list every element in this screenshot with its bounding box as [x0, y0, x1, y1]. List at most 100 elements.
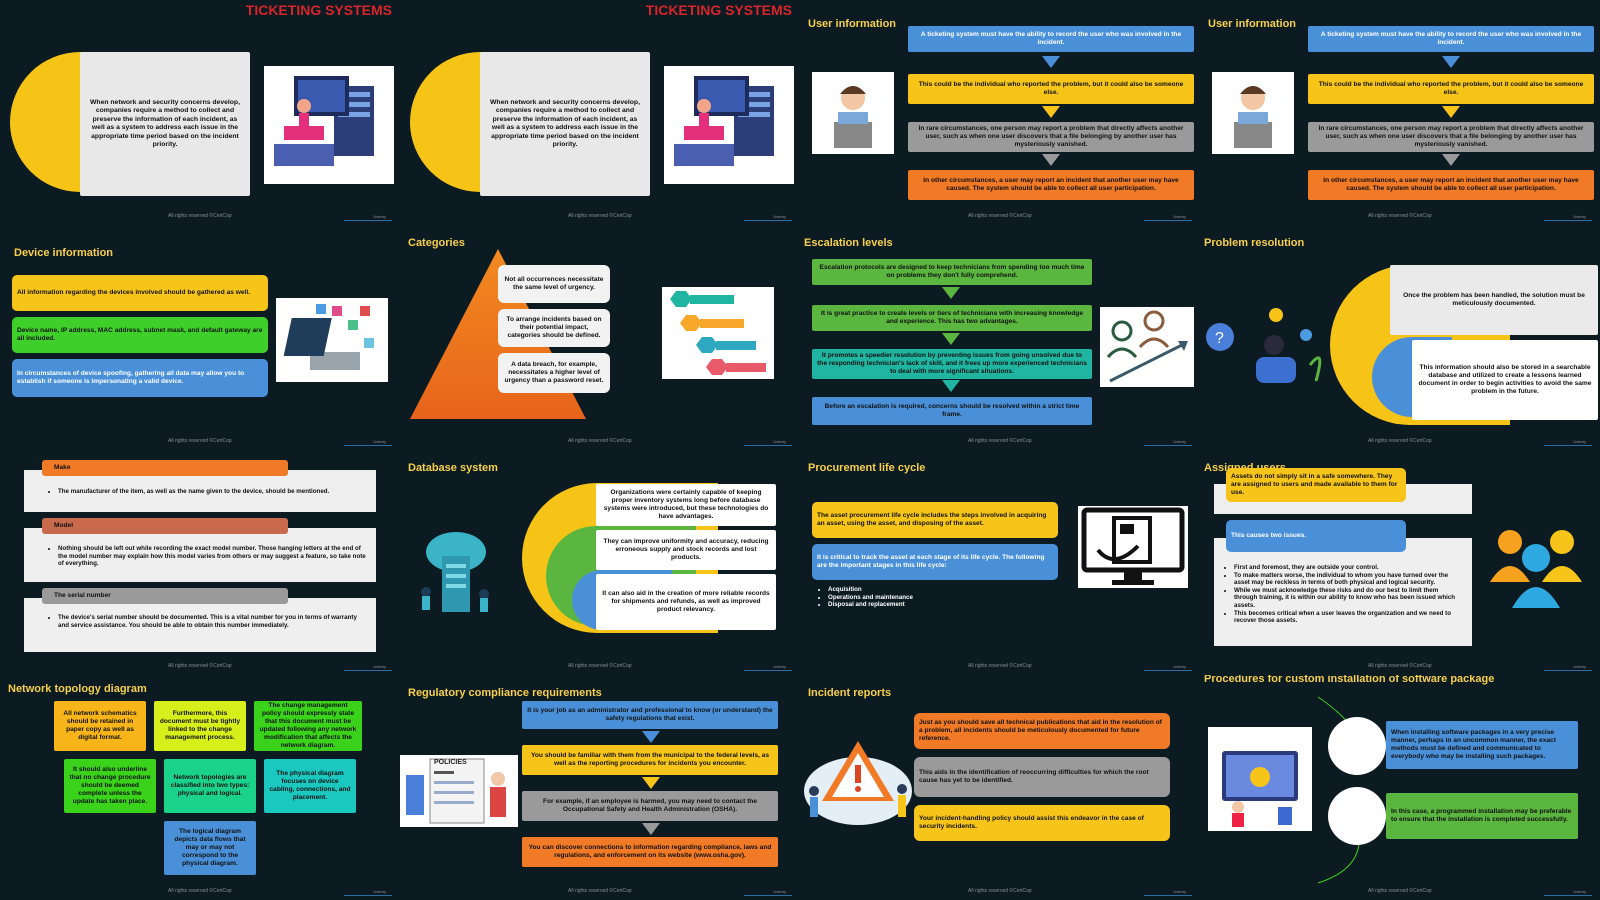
footer-line: [1544, 220, 1592, 221]
incident-box-2: This aids in the identification of reocc…: [914, 757, 1170, 797]
model-text: Nothing should be left out while recordi…: [58, 545, 368, 568]
arrow-down: [642, 823, 660, 835]
slide-regulatory-compliance[interactable]: Regulatory compliance requirements POLIC…: [400, 675, 800, 900]
slide-ticketing-1[interactable]: TICKETING SYSTEMS When network and secur…: [0, 0, 400, 225]
hexagon-steps-illustration: [662, 287, 774, 379]
serial-list: The device's serial number should be doc…: [48, 614, 368, 629]
stage-item: Acquisition: [828, 586, 1038, 594]
serial-panel: [24, 598, 376, 652]
footer-text: All rights reserved ©CertCop: [568, 888, 632, 894]
footer-line: [344, 445, 392, 446]
step-circle-1: [1328, 717, 1386, 775]
footer-brand: Udemy: [773, 439, 786, 444]
arrow-down: [1442, 106, 1460, 118]
info-box-3: In rare circumstances, one person may re…: [1308, 122, 1594, 152]
footer-line: [344, 895, 392, 896]
issue-item: First and foremost, they are outside you…: [1234, 564, 1460, 572]
issues-list: First and foremost, they are outside you…: [1224, 564, 1460, 625]
slide-user-information-1[interactable]: User information A ticketing system must…: [800, 0, 1200, 225]
intro-text: When network and security concerns devel…: [80, 52, 250, 196]
serial-text: The device's serial number should be doc…: [58, 614, 368, 629]
info-box-2: This could be the individual who reporte…: [908, 74, 1194, 104]
footer-line: [744, 670, 792, 671]
idea-person-illustration: ?: [1206, 305, 1340, 389]
computer-document-icon: [1078, 506, 1188, 588]
slide-escalation-levels[interactable]: Escalation levels Escalation protocols a…: [800, 225, 1200, 450]
slide-categories[interactable]: Categories Not all occurrences necessita…: [400, 225, 800, 450]
assigned-box-2: This causes two issues.: [1226, 520, 1406, 552]
topology-box-2: Furthermore, this document must be tight…: [154, 701, 246, 751]
compliance-box-2: You should be familiar with them from th…: [522, 745, 778, 775]
issue-item: While we must acknowledge these risks an…: [1234, 587, 1460, 610]
slide-title: Network topology diagram: [8, 683, 147, 695]
slide-ticketing-2[interactable]: TICKETING SYSTEMS When network and secur…: [400, 0, 800, 225]
footer-text: All rights reserved ©CertCop: [1368, 438, 1432, 444]
database-box-2: They can improve uniformity and accuracy…: [596, 530, 776, 570]
topology-box-7: The logical diagram depicts data flows t…: [164, 821, 256, 875]
footer-text: All rights reserved ©CertCop: [568, 663, 632, 669]
slide-custom-installation[interactable]: Procedures for custom installation of so…: [1200, 675, 1600, 900]
issue-item: To make matters worse, the individual to…: [1234, 572, 1460, 587]
footer-brand: Udemy: [1573, 889, 1586, 894]
footer-line: [344, 220, 392, 221]
footer-text: All rights reserved ©CertCop: [1368, 213, 1432, 219]
slide-incident-reports[interactable]: Incident reports Just as you should save…: [800, 675, 1200, 900]
procurement-box-2: It is critical to track the asset at eac…: [812, 544, 1058, 580]
isometric-server-illustration: [664, 66, 794, 184]
resolution-box-2: This information should also be stored i…: [1412, 340, 1598, 420]
policies-illustration: POLICIES: [400, 755, 518, 827]
footer-line: [1544, 670, 1592, 671]
slide-title: Procedures for custom installation of so…: [1204, 675, 1495, 685]
slide-title: User information: [808, 18, 897, 30]
users-group-icon: [1490, 530, 1582, 608]
slide-title: TICKETING SYSTEMS: [245, 2, 392, 18]
slide-network-topology[interactable]: Network topology diagram All network sch…: [0, 675, 400, 900]
topology-box-3: The change management policy should expr…: [254, 701, 362, 751]
footer-text: All rights reserved ©CertCop: [168, 438, 232, 444]
issues-panel: [1214, 538, 1472, 646]
escalation-people-illustration: [1100, 307, 1194, 387]
slide-title: Database system: [408, 462, 498, 474]
footer-brand: Udemy: [1173, 889, 1186, 894]
info-box-2: This could be the individual who reporte…: [1308, 74, 1594, 104]
arrow-down: [942, 380, 960, 392]
footer-line: [1144, 670, 1192, 671]
slide-title: TICKETING SYSTEMS: [645, 2, 792, 18]
category-box-1: Not all occurrences necessitate the same…: [498, 265, 610, 303]
footer-line: [1144, 220, 1192, 221]
slide-problem-resolution[interactable]: Problem resolution ? Once the problem ha…: [1200, 225, 1600, 450]
footer-text: All rights reserved ©CertCop: [1368, 663, 1432, 669]
arrow-down: [1042, 106, 1060, 118]
footer-brand: Udemy: [1173, 214, 1186, 219]
make-header: Make: [42, 460, 288, 476]
software-setup-illustration: [1208, 727, 1312, 831]
footer-line: [1544, 445, 1592, 446]
warning-people-illustration: [804, 741, 912, 825]
intro-text: When network and security concerns devel…: [480, 52, 650, 196]
footer-text: All rights reserved ©CertCop: [168, 663, 232, 669]
slide-database-system[interactable]: Database system Organizations were certa…: [400, 450, 800, 675]
slide-title: Device information: [14, 247, 114, 259]
slide-title: Procurement life cycle: [808, 462, 926, 474]
footer-text: All rights reserved ©CertCop: [1368, 888, 1432, 894]
slide-device-information[interactable]: Device information All information regar…: [0, 225, 400, 450]
escalation-box-2: It is great practice to create levels or…: [812, 305, 1092, 331]
slide-title: Problem resolution: [1204, 237, 1305, 249]
slide-make-model-serial[interactable]: Make The manufacturer of the item, as we…: [0, 450, 400, 675]
make-text: The manufacturer of the item, as well as…: [58, 488, 368, 496]
procurement-box-1: The asset procurement life cycle include…: [812, 502, 1058, 538]
slide-procurement-life-cycle[interactable]: Procurement life cycle The asset procure…: [800, 450, 1200, 675]
poster-label: POLICIES: [434, 759, 467, 766]
footer-brand: Udemy: [373, 889, 386, 894]
footer-line: [1144, 895, 1192, 896]
slide-assigned-users[interactable]: Assigned users Assets do not simply sit …: [1200, 450, 1600, 675]
footer-line: [744, 445, 792, 446]
footer-brand: Udemy: [373, 214, 386, 219]
arrow-down: [642, 777, 660, 789]
escalation-box-3: It promotes a speedier resolution by pre…: [812, 349, 1092, 379]
slide-user-information-2[interactable]: User information A ticketing system must…: [1200, 0, 1600, 225]
slide-title: User information: [1208, 18, 1297, 30]
stage-item: Disposal and replacement: [828, 601, 1038, 609]
database-box-1: Organizations were certainly capable of …: [596, 484, 776, 526]
